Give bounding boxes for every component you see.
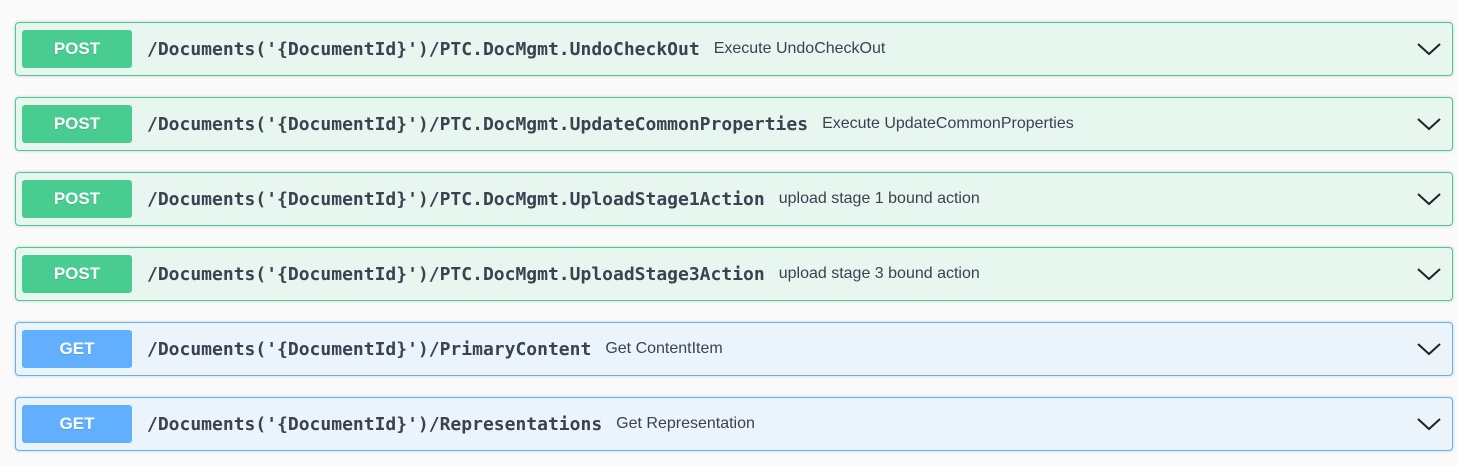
chevron-down-icon[interactable] — [1416, 266, 1442, 282]
endpoint-path: /Documents('{DocumentId}')/PrimaryConten… — [147, 338, 592, 360]
method-badge: POST — [22, 255, 132, 293]
method-badge: GET — [22, 330, 132, 368]
endpoint-path: /Documents('{DocumentId}')/PTC.DocMgmt.U… — [147, 113, 809, 135]
method-badge: POST — [22, 30, 132, 68]
chevron-down-icon[interactable] — [1416, 116, 1442, 132]
opblock-post-undocheckout[interactable]: POST /Documents('{DocumentId}')/PTC.DocM… — [15, 22, 1453, 76]
endpoint-summary: upload stage 3 bound action — [778, 265, 980, 282]
method-badge: GET — [22, 405, 132, 443]
chevron-down-icon[interactable] — [1416, 416, 1442, 432]
opblock-get-primarycontent[interactable]: GET /Documents('{DocumentId}')/PrimaryCo… — [15, 322, 1453, 376]
opblock-post-uploadstage1action[interactable]: POST /Documents('{DocumentId}')/PTC.DocM… — [15, 172, 1453, 226]
chevron-down-icon[interactable] — [1416, 191, 1442, 207]
opblock-get-representations[interactable]: GET /Documents('{DocumentId}')/Represent… — [15, 397, 1453, 451]
endpoint-summary: Get ContentItem — [605, 340, 723, 357]
chevron-down-icon[interactable] — [1416, 341, 1442, 357]
opblock-post-updatecommonproperties[interactable]: POST /Documents('{DocumentId}')/PTC.DocM… — [15, 97, 1453, 151]
endpoint-summary: Get Representation — [616, 415, 755, 432]
endpoint-path: /Documents('{DocumentId}')/PTC.DocMgmt.U… — [147, 38, 700, 60]
endpoint-path: /Documents('{DocumentId}')/PTC.DocMgmt.U… — [147, 263, 765, 285]
endpoint-path: /Documents('{DocumentId}')/Representatio… — [147, 413, 603, 435]
endpoint-path: /Documents('{DocumentId}')/PTC.DocMgmt.U… — [147, 188, 765, 210]
endpoint-summary: Execute UpdateCommonProperties — [822, 115, 1074, 132]
endpoint-summary: upload stage 1 bound action — [778, 190, 980, 207]
opblock-post-uploadstage3action[interactable]: POST /Documents('{DocumentId}')/PTC.DocM… — [15, 247, 1453, 301]
method-badge: POST — [22, 180, 132, 218]
endpoint-summary: Execute UndoCheckOut — [713, 40, 886, 57]
method-badge: POST — [22, 105, 132, 143]
chevron-down-icon[interactable] — [1416, 41, 1442, 57]
